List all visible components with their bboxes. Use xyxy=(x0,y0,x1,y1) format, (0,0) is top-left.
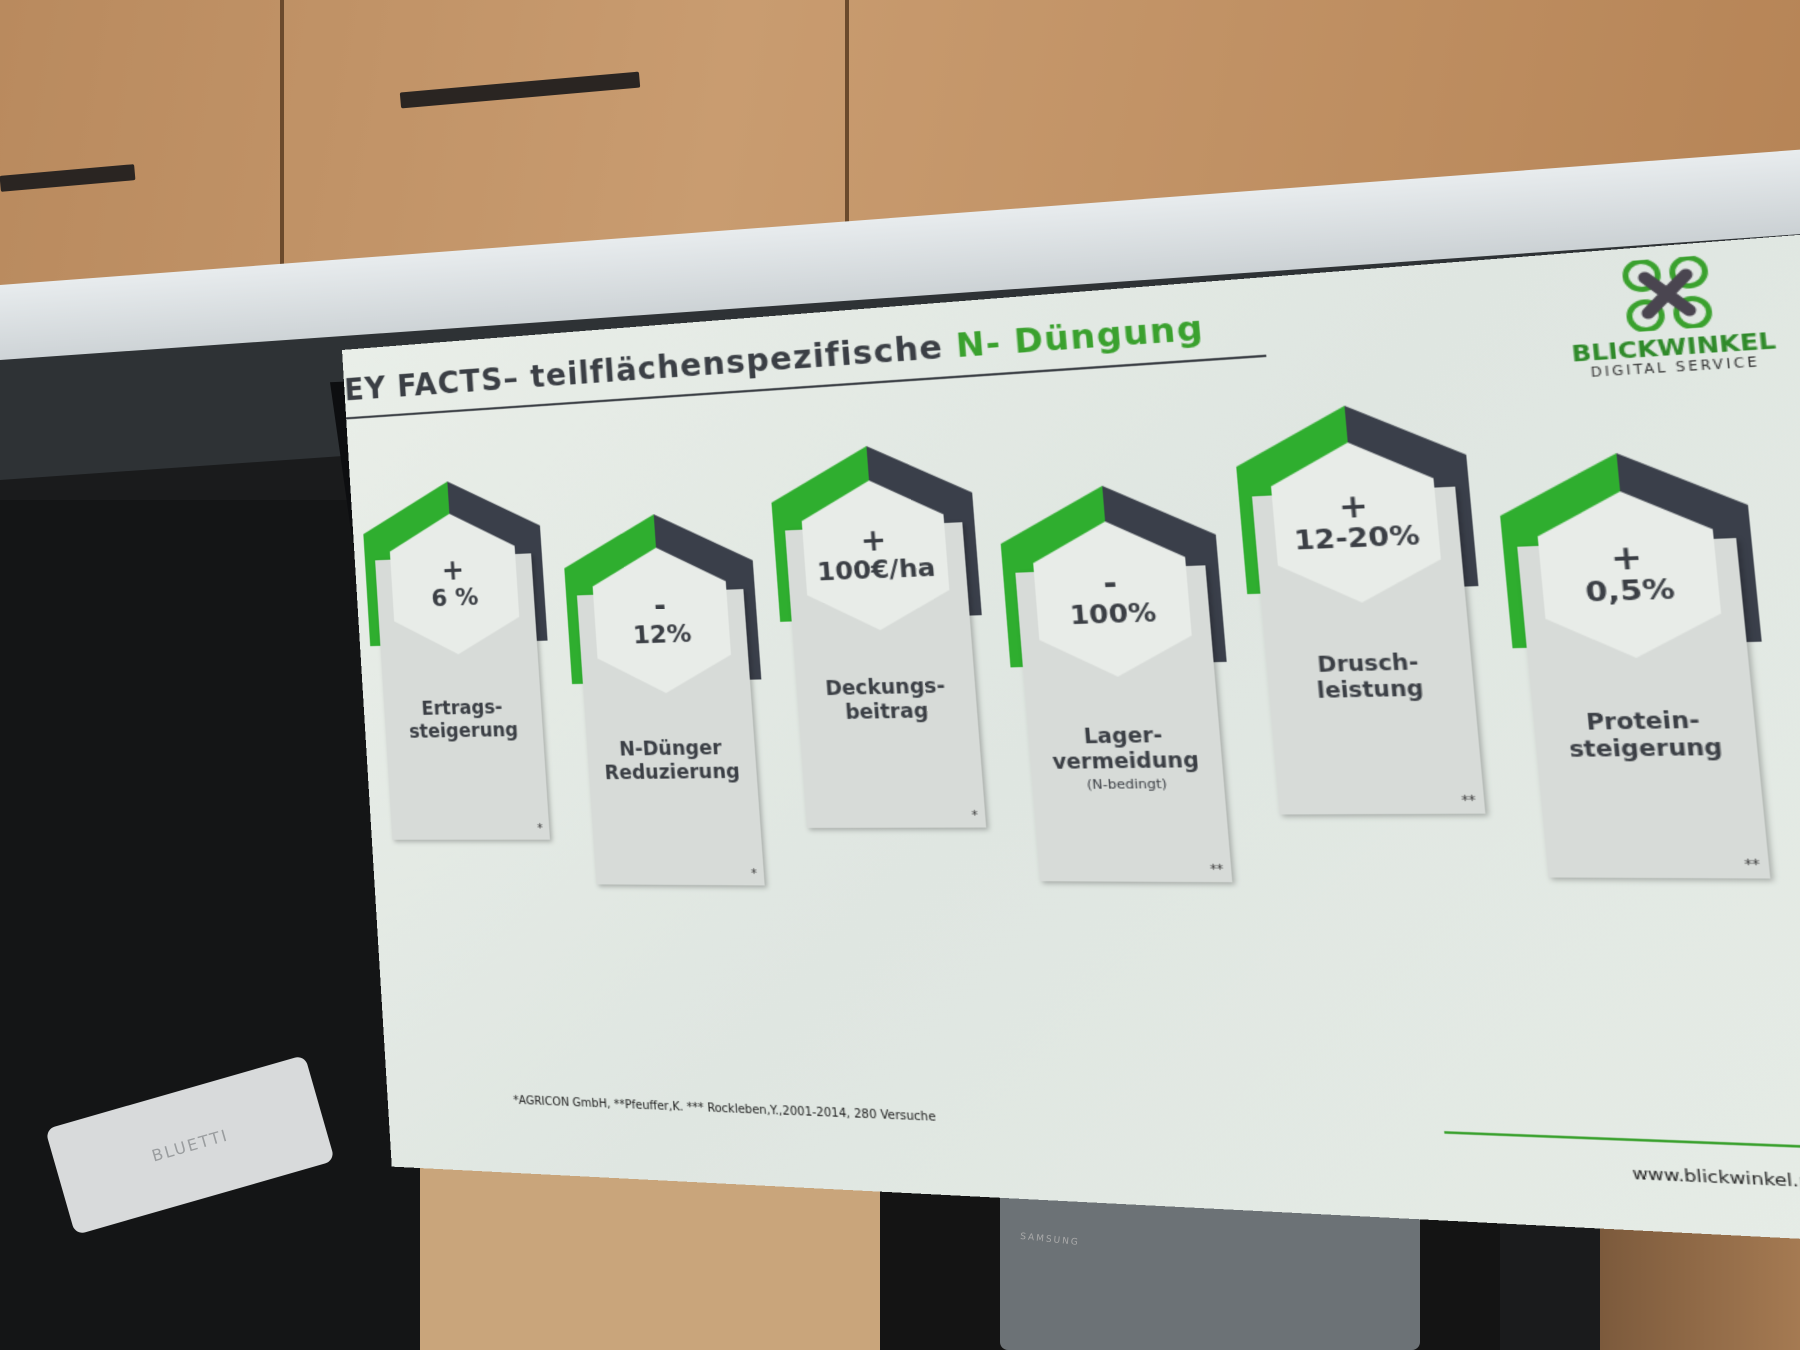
footnote-marker: * xyxy=(751,868,758,881)
card-sign: + xyxy=(860,525,888,556)
card-value: 12% xyxy=(632,620,692,650)
cabinet-seam xyxy=(280,0,284,300)
card-sign: - xyxy=(653,591,667,620)
footnote-marker: * xyxy=(971,810,978,823)
blickwinkel-logo: BLICKWINKEL DIGITAL SERVICE xyxy=(1548,249,1795,383)
key-fact-card: + 12-20% Drusch- leistung ** xyxy=(1245,400,1486,815)
card-label: Ertrags- steigerung xyxy=(384,696,544,745)
card-sign: + xyxy=(1337,490,1369,523)
card-label: Lager- vermeidung(N-bedingt) xyxy=(1028,723,1225,793)
key-fact-card: - 12% N-Dünger Reduzierung * xyxy=(572,510,765,885)
card-label: Deckungs- beitrag xyxy=(796,674,978,727)
presentation-slide: EY FACTS– teilflächenspezifische N- Düng… xyxy=(342,233,1800,1246)
card-value: 6 % xyxy=(431,583,480,612)
footnote-marker: ** xyxy=(1210,864,1224,878)
footer-line xyxy=(1444,1131,1800,1152)
footnote: *AGRICON GmbH, **Pfeuffer,K. *** Rockleb… xyxy=(513,1095,936,1125)
key-fact-card: - 100% Lager- vermeidung(N-bedingt) ** xyxy=(1009,481,1233,882)
card-value: 12-20% xyxy=(1293,520,1421,556)
key-fact-card: + 6 % Ertrags- steigerung * xyxy=(371,477,550,840)
drawer-handle xyxy=(0,164,135,192)
card-label: Protein- steigerung xyxy=(1533,707,1759,765)
website-url: www.blickwinkel.pro xyxy=(1631,1165,1800,1194)
card-sign: - xyxy=(1102,568,1118,600)
card-value: 100% xyxy=(1069,598,1158,631)
drawer-handle xyxy=(400,72,640,109)
key-fact-card: + 0,5% Protein- steigerung ** xyxy=(1509,447,1770,878)
card-label: N-Dünger Reduzierung xyxy=(587,737,758,787)
drone-icon xyxy=(1620,255,1715,333)
footnote-marker: ** xyxy=(1461,795,1476,809)
card-sign: + xyxy=(1609,541,1644,575)
footnote-marker: * xyxy=(537,823,543,835)
tv-monitor: SAMSUNG EY FACTS– teilflächenspezifische… xyxy=(330,330,1560,1230)
card-value: 0,5% xyxy=(1584,573,1676,608)
footnote-marker: ** xyxy=(1744,859,1761,874)
key-fact-card: + 100€/ha Deckungs- beitrag * xyxy=(779,441,986,828)
card-value: 100€/ha xyxy=(816,553,936,587)
card-sign: + xyxy=(441,556,465,585)
card-label: Drusch- leistung xyxy=(1266,649,1475,706)
